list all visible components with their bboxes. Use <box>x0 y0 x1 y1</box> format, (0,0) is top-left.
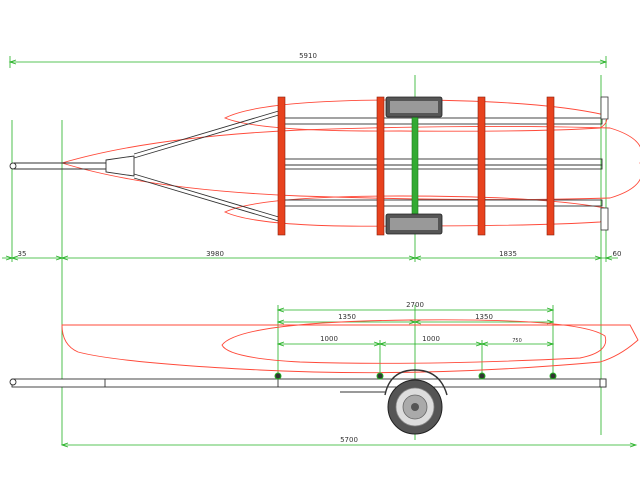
bunk-crossbar <box>477 96 486 236</box>
side-view: 2700 1350 1350 1000 1000 750 <box>9 301 639 448</box>
bunk-crossbar <box>546 96 555 236</box>
rear-lights <box>600 96 609 231</box>
extension-lines <box>11 75 607 445</box>
top-dimension-chain <box>2 255 618 261</box>
rear-overhang-label: 60 <box>613 250 622 258</box>
roller-right-spacing-label: 1000 <box>422 335 440 343</box>
bunk-crossbar <box>277 96 286 236</box>
side-chassis <box>9 378 607 388</box>
roller-left-spacing-label: 1000 <box>320 335 338 343</box>
support-point <box>549 372 557 380</box>
bunk-crossbars <box>277 96 555 236</box>
roller-rear-spacing-label: 750 <box>512 338 522 344</box>
support-left-half-label: 1350 <box>338 313 356 321</box>
front-overhang-label: 35 <box>18 250 27 258</box>
fender <box>384 369 448 396</box>
support-right-half-label: 1350 <box>475 313 493 321</box>
tow-hitch-icon <box>9 162 17 170</box>
boat-hull-side <box>61 319 639 374</box>
overall-length-dimension <box>8 56 608 68</box>
support-point <box>376 372 384 380</box>
top-view: 5910 <box>2 52 640 445</box>
support-point <box>478 372 486 380</box>
axle-to-rear-label: 1835 <box>499 250 517 258</box>
front-to-axle-label: 3980 <box>206 250 224 258</box>
support-points <box>274 372 557 380</box>
support-point <box>274 372 282 380</box>
overall-length-label: 5910 <box>299 52 317 60</box>
hub-icon <box>411 403 419 411</box>
boat-length-label: 5700 <box>340 436 358 444</box>
wheels-top <box>385 96 443 235</box>
wheel-side <box>340 369 448 435</box>
axle <box>411 113 419 219</box>
tow-hitch-side-icon <box>9 378 17 386</box>
support-span-label: 2700 <box>406 301 424 309</box>
bunk-crossbar <box>376 96 385 236</box>
boat-length-dimension <box>60 442 638 448</box>
